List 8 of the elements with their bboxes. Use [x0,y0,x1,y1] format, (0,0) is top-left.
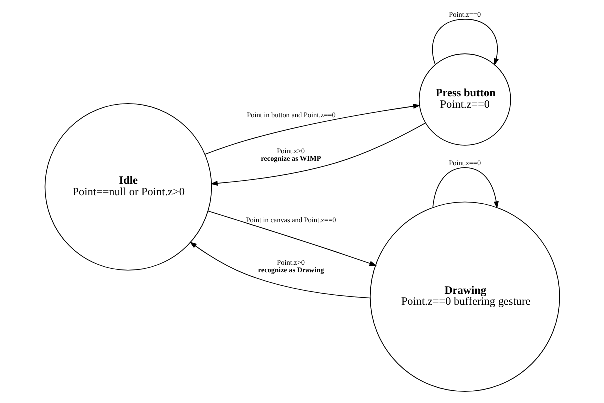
arrow [432,167,498,209]
arrow [204,104,420,155]
arrow [207,210,376,266]
arrow [189,242,370,299]
arrow [210,122,426,186]
node-circle: Idle Point==null or Point.z>0 [44,103,212,271]
node-circle: Press button Point.z==0 [418,54,511,146]
arrow [432,19,498,66]
